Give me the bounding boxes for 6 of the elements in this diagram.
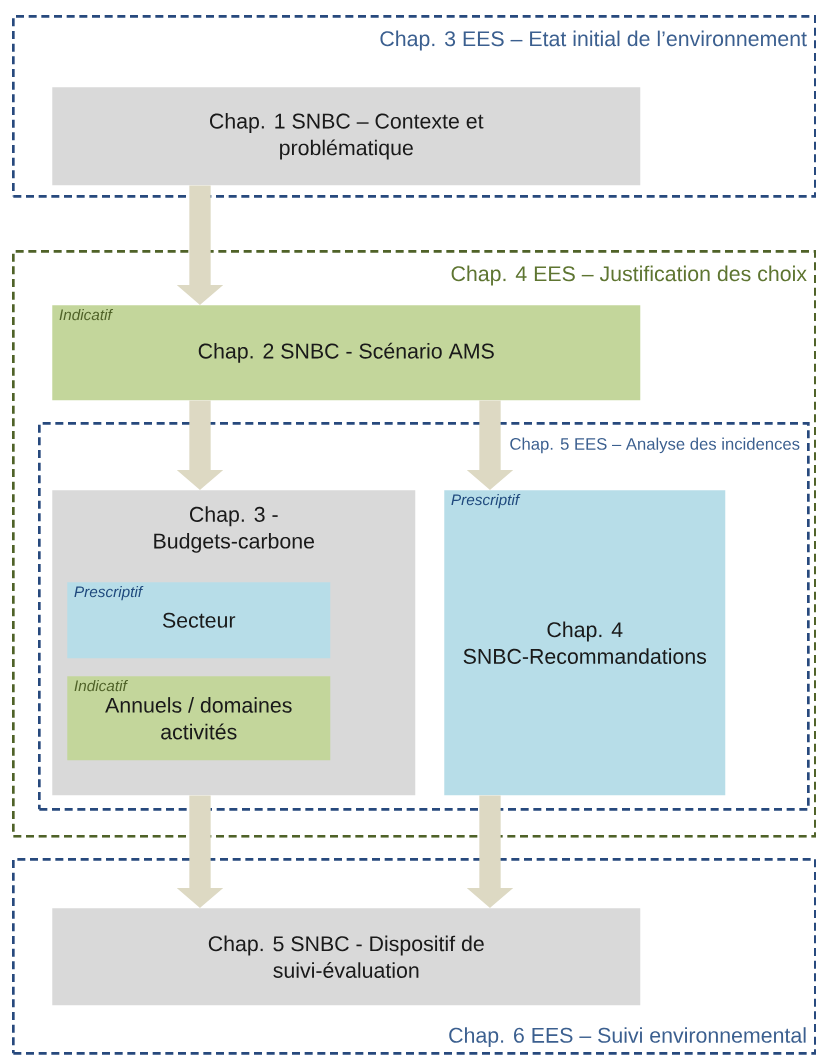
- text-box: Prescriptif Secteur: [67, 582, 331, 659]
- text-box: Indicatif Annuels / domaines activités: [67, 676, 331, 761]
- text-box: Prescriptif Chap. 4 SNBC-Recommandations: [444, 490, 726, 796]
- text-box: Indicatif Chap. 2 SNBC - Scénario AMS: [52, 305, 641, 401]
- text-box: Chap. 1 SNBC – Contexte et problématique: [52, 87, 641, 186]
- text-box: Chap. 5 SNBC - Dispositif de suivi-évaluation: [52, 908, 641, 1006]
